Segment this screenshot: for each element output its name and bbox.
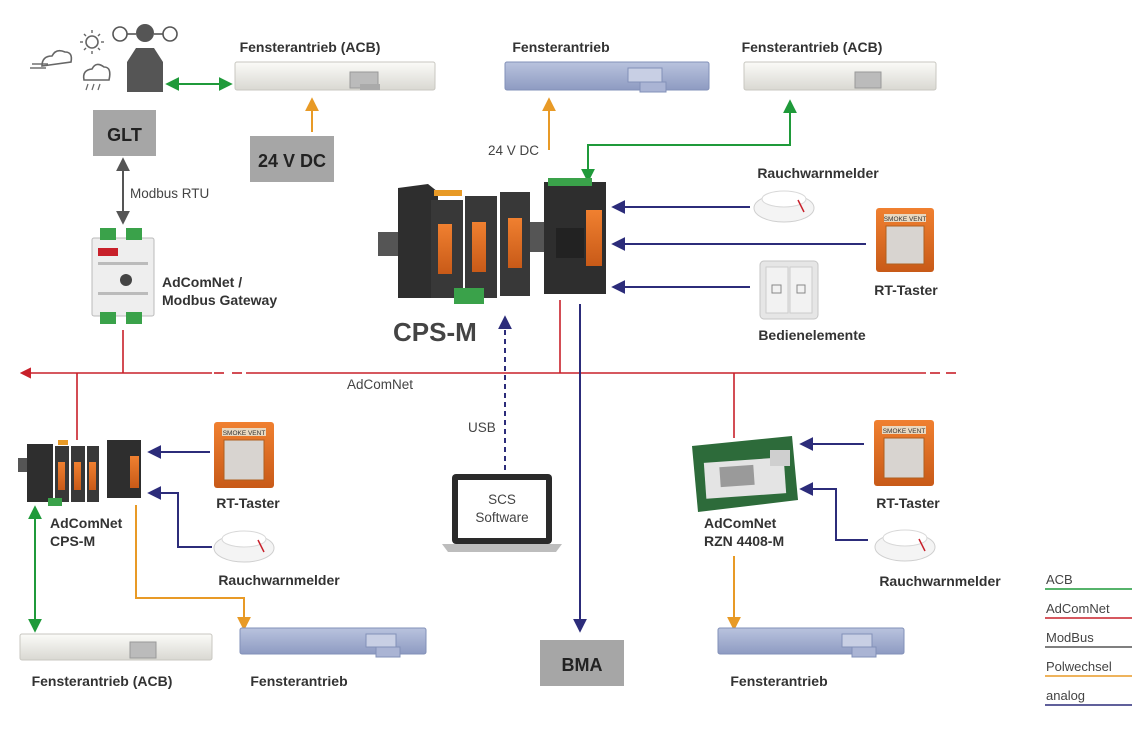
fenster-bottom-right-label: Fensterantrieb	[730, 673, 827, 689]
fenster-acb-bottom-label: Fensterantrieb (ACB)	[32, 673, 173, 689]
rauchwarnmelder-top	[753, 190, 815, 223]
smoke-vent-text-left: SMOKE VENT	[223, 430, 266, 437]
acb-link-top-right	[581, 99, 797, 183]
legend-label-4: analog	[1046, 688, 1085, 703]
rauch-left-label: Rauchwarnmelder	[218, 572, 340, 588]
cps-m-main-label: CPS-M	[393, 317, 477, 347]
rzn-4408-m-board	[692, 436, 798, 512]
rt-taster-left: SMOKE VENT	[214, 422, 274, 488]
fensterantrieb-acb-top-left	[234, 61, 436, 91]
cps-m-main-module	[378, 178, 606, 304]
analog-link-rauch-left	[147, 486, 212, 548]
fensterantrieb-bottom-mid	[239, 627, 427, 658]
fenster-bottom-mid-label: Fensterantrieb	[250, 673, 347, 689]
rzn-label-2: RZN 4408-M	[704, 533, 784, 549]
laptop-scs-software	[442, 474, 562, 552]
v24-text-label: 24 V DC	[488, 143, 539, 158]
person-network-icon	[112, 24, 178, 92]
glt-label: GLT	[107, 125, 142, 145]
smoke-vent-text-top: SMOKE VENT	[884, 216, 927, 223]
rauchwarnmelder-right	[874, 529, 936, 562]
adcomnet-modbus-gateway	[91, 228, 155, 324]
legend-label-3: Polwechsel	[1046, 659, 1112, 674]
rt-taster-right: SMOKE VENT	[874, 420, 934, 486]
fensterantrieb-acb-top-right	[743, 61, 937, 91]
cpsm-small-label-2: CPS-M	[50, 533, 95, 549]
rauch-top-label: Rauchwarnmelder	[757, 165, 879, 181]
gateway-label-1: AdComNet /	[162, 274, 242, 290]
usb-label: USB	[468, 420, 496, 435]
bedienelemente-switch	[759, 260, 819, 320]
bedien-label: Bedienelemente	[758, 327, 866, 343]
modbus-rtu-label: Modbus RTU	[130, 186, 209, 201]
fensterantrieb-acb-bottom	[19, 633, 213, 661]
power-24v-label: 24 V DC	[258, 151, 326, 171]
rauch-right-label: Rauchwarnmelder	[879, 573, 1001, 589]
gateway-label-2: Modbus Gateway	[162, 292, 277, 308]
rt-taster-top-label: RT-Taster	[874, 282, 938, 298]
legend-label-1: AdComNet	[1046, 601, 1110, 616]
rauchwarnmelder-left	[213, 530, 275, 563]
analog-link-rauch-right	[799, 482, 868, 541]
fenster-top-label: Fensterantrieb	[512, 39, 609, 55]
fensterantrieb-bottom-right	[717, 627, 905, 658]
rzn-label-1: AdComNet	[704, 515, 777, 531]
fenster-acb-top-label: Fensterantrieb (ACB)	[240, 39, 381, 55]
fensterantrieb-top-mid	[504, 61, 710, 93]
cpsm-small-label-1: AdComNet	[50, 515, 123, 531]
rt-taster-right-label: RT-Taster	[876, 495, 940, 511]
polwechsel-link-bottom-mid	[135, 505, 251, 631]
rt-taster-left-label: RT-Taster	[216, 495, 280, 511]
bma-label: BMA	[562, 655, 603, 675]
rain-cloud-icon	[82, 63, 111, 91]
wind-cloud-icon	[30, 49, 73, 69]
smoke-vent-text-right: SMOKE VENT	[883, 428, 926, 435]
cps-m-small-module	[18, 440, 141, 506]
legend-label-0: ACB	[1046, 572, 1073, 587]
scs-label-1: SCS	[488, 492, 516, 507]
rt-taster-top: SMOKE VENT	[876, 208, 934, 272]
legend-label-2: ModBus	[1046, 630, 1094, 645]
adcomnet-bus-label: AdComNet	[347, 377, 413, 392]
sun-icon	[80, 30, 104, 54]
bma-box	[540, 640, 624, 686]
scs-label-2: Software	[475, 510, 528, 525]
fenster-acb-top-right-label: Fensterantrieb (ACB)	[742, 39, 883, 55]
glt-box	[93, 110, 156, 156]
power-24v-box	[250, 136, 334, 182]
